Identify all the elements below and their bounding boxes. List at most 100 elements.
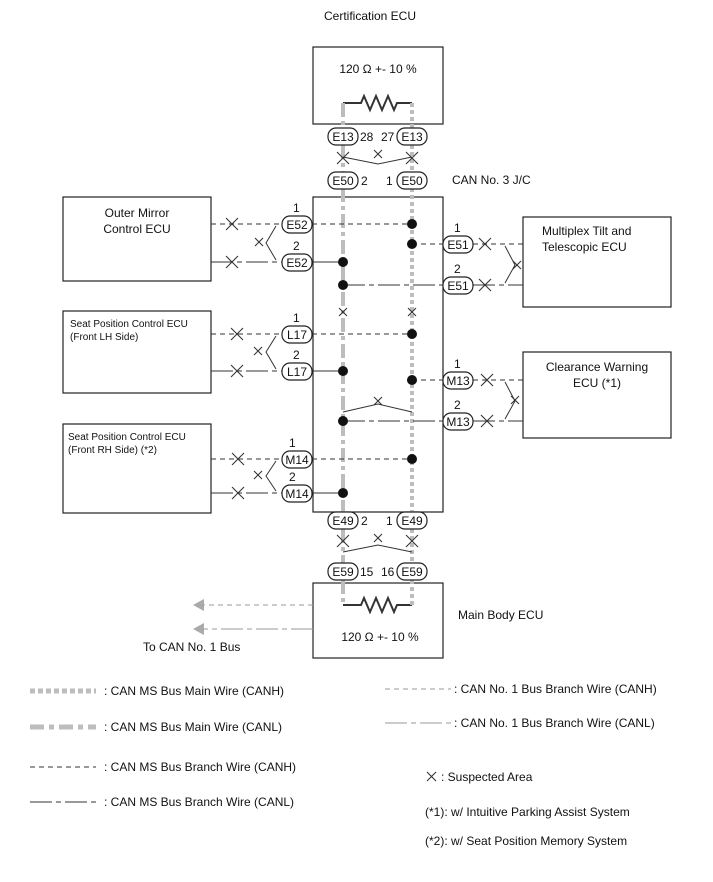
suspected-area-icon [426,771,437,782]
connector-m13-lower-label: M13 [446,415,470,429]
seat-lh-ecu-label-2: (Front LH Side) [70,332,138,343]
outer-mirror-ecu-label-1: Outer Mirror [105,206,170,220]
outer-mirror-ecu-box [62,196,212,282]
arrow-left-icon [193,599,204,611]
pin-e51-2: 2 [454,262,461,276]
pin-e51-1: 1 [454,221,461,235]
suspected-mark-icon [230,327,244,341]
connector-e50-right [396,171,428,190]
connector-e49-right [396,511,428,530]
pin-l17-1: 1 [293,311,300,325]
suspected-area-e13-e50 [342,156,413,165]
splice-point [338,366,348,376]
main-body-ecu-label: Main Body ECU [458,608,543,622]
connector-e13-right [396,127,428,146]
connector-m13-upper-label: M13 [446,374,470,388]
connector-m14-lower [281,484,313,503]
legend-suspected-label: : Suspected Area [441,770,533,784]
splice-point [407,454,417,464]
pin-e50-1: 1 [386,174,393,188]
junction-connector-label: CAN No. 3 J/C [452,173,531,187]
seat-rh-bracket [265,460,277,492]
suspected-mark-icon [338,307,348,317]
pin-e52-2: 2 [293,239,300,253]
pin-15: 15 [360,565,374,579]
connector-e51-lower-label: E51 [447,279,469,293]
splice-point [407,329,417,339]
connector-l17-upper-label: L17 [287,328,307,342]
connector-e59-left-label: E59 [332,565,354,579]
clearance-warning-ecu-label-1: Clearance Warning [546,360,648,374]
bottom-resistor-label: 120 Ω +- 10 % [341,630,419,644]
suspected-mark-icon [253,470,263,480]
connector-e59-right [396,562,428,581]
connector-e13-left-label: E13 [332,130,354,144]
pin-e49-2: 2 [361,514,368,528]
top-resistor-label: 120 Ω +- 10 % [339,62,417,76]
certification-ecu-box [312,46,444,125]
connector-l17-lower-label: L17 [287,365,307,379]
legend-no1-canl-label: : CAN No. 1 Bus Branch Wire (CANL) [454,716,655,730]
tilt-telescopic-ecu-label-1: Multiplex Tilt and [542,224,631,238]
connector-e13-left [327,127,359,146]
connector-e52-lower-label: E52 [286,256,308,270]
connector-e59-right-label: E59 [401,565,423,579]
connector-e59-left [327,562,359,581]
pin-16: 16 [381,565,395,579]
suspected-mark-icon [407,307,417,317]
legend-main-canh-label: : CAN MS Bus Main Wire (CANH) [104,684,284,698]
connector-e49-right-label: E49 [401,514,423,528]
clearance-warning-ecu-box [522,351,672,439]
legend-no1-canh-label: : CAN No. 1 Bus Branch Wire (CANH) [454,682,657,696]
main-body-ecu-box [312,582,444,659]
suspected-mark-icon [254,237,264,247]
connector-e50-left-label: E50 [332,174,354,188]
certification-ecu-title: Certification ECU [324,9,416,23]
pin-m14-1: 1 [289,436,296,450]
connector-m14-upper-label: M14 [285,453,309,467]
seat-rh-ecu-label-2: (Front RH Side) (*2) [68,445,157,456]
arrow-left-icon [193,623,204,635]
pin-e52-1: 1 [293,201,300,215]
suspected-mark-icon [373,149,383,159]
tilt-telescopic-ecu-box [522,216,672,308]
pin-e49-1: 1 [386,514,393,528]
pin-m13-2: 2 [454,398,461,412]
splice-point [338,280,348,290]
connector-e51-upper-label: E51 [447,238,469,252]
pin-m14-2: 2 [289,470,296,484]
bottom-resistor-symbol [343,595,412,615]
splice-point [338,416,348,426]
suspected-mark-icon [478,237,492,251]
splice-point [407,239,417,249]
tilt-telescopic-ecu-label-2: Telescopic ECU [542,240,627,254]
note-seat-memory: (*2): w/ Seat Position Memory System [425,834,627,848]
outer-mirror-ecu-label-2: Control ECU [103,222,170,236]
splice-point [338,488,348,498]
legend-branch-canl-label: : CAN MS Bus Branch Wire (CANL) [104,795,294,809]
pin-l17-2: 2 [293,348,300,362]
pin-e50-2: 2 [361,174,368,188]
suspected-mark-icon [480,414,494,428]
suspected-mark-icon [225,217,239,231]
splice-point [338,257,348,267]
connector-m13-upper [442,371,474,390]
legend-branch-canh-label: : CAN MS Bus Branch Wire (CANH) [104,760,296,774]
suspected-area-jc-internal [342,403,413,413]
connector-e51-upper [442,235,474,254]
suspected-area-e49-e59 [342,544,413,553]
suspected-mark-icon [373,396,383,406]
suspected-mark-icon [512,260,522,270]
top-resistor-symbol [343,93,412,113]
connector-l17-upper [281,325,313,344]
splice-point [407,219,417,229]
pin-m13-1: 1 [454,357,461,371]
suspected-mark-icon [478,278,492,292]
pin-27: 27 [381,130,395,144]
connector-e52-upper-label: E52 [286,218,308,232]
suspected-mark-icon [373,533,383,543]
pin-28: 28 [360,130,374,144]
connector-m14-upper [281,450,313,469]
connector-l17-lower [281,362,313,381]
